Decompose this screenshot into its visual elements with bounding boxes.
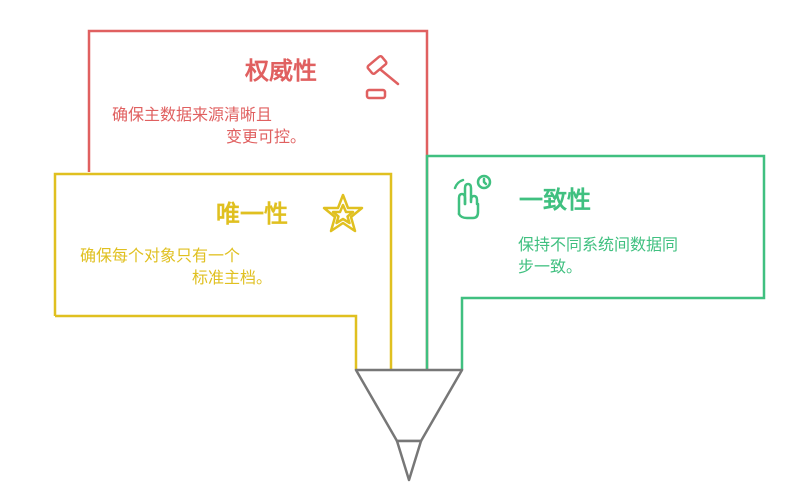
funnel-lower xyxy=(395,439,423,482)
authority-desc-line2: 变更可控。 xyxy=(226,127,307,146)
consistency-desc-line2: 步一致。 xyxy=(518,257,583,276)
uniqueness-desc-line1: 确保每个对象只有一个 xyxy=(80,246,241,265)
uniqueness-panel xyxy=(53,172,393,370)
star-icon xyxy=(322,193,364,233)
uniqueness-title: 唯一性 xyxy=(216,200,288,228)
consistency-desc-line1: 保持不同系统间数据同 xyxy=(518,235,679,254)
uniqueness-desc-line2: 标准主档。 xyxy=(192,268,273,287)
consistency-title: 一致性 xyxy=(519,186,591,214)
funnel-upper xyxy=(354,368,464,443)
hand-gesture-icon xyxy=(453,174,492,220)
authority-title: 权威性 xyxy=(245,57,317,85)
authority-desc-line1: 确保主数据来源清晰且 xyxy=(112,105,273,124)
uniqueness-panel-bottom xyxy=(55,314,358,370)
gavel-icon xyxy=(365,54,400,100)
consistency-panel xyxy=(425,154,766,370)
